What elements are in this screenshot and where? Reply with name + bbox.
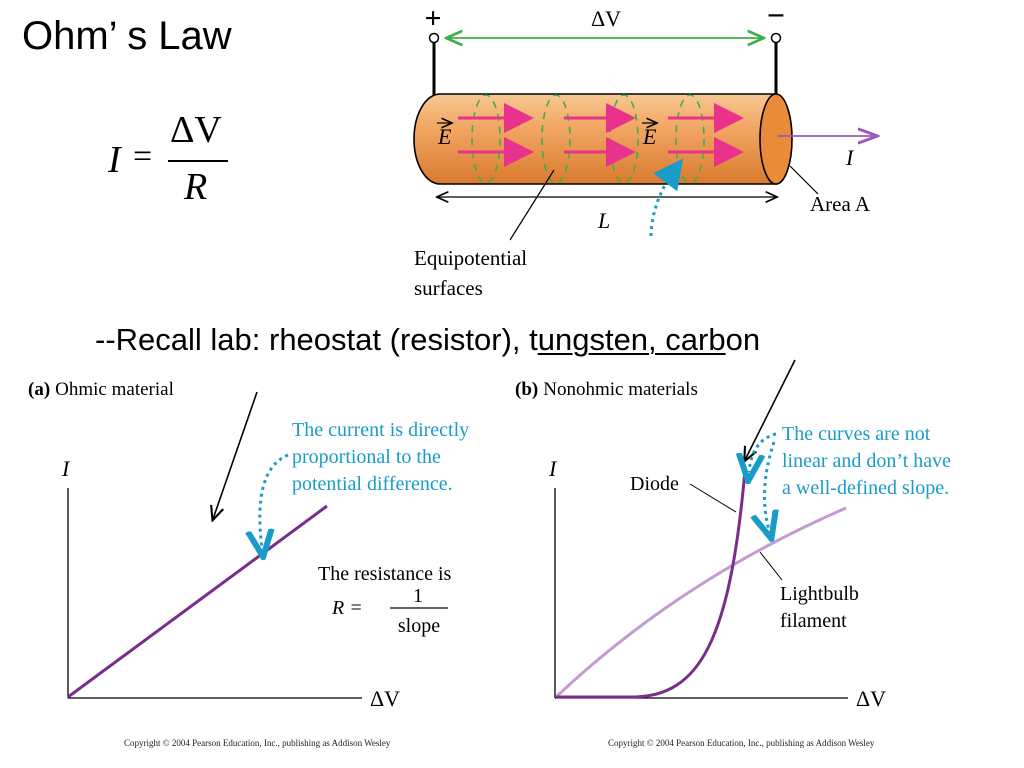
- minus-terminal-label: −: [767, 0, 785, 33]
- equipotential-surface-2: [541, 94, 571, 184]
- delta-v-label: ΔV: [591, 6, 621, 31]
- nonohmic-pointer-arrow: [745, 359, 796, 460]
- area-leader-line: [789, 165, 819, 195]
- diode-label: Diode: [630, 473, 679, 495]
- field-label-1: E: [437, 124, 452, 149]
- panel-a-title: Ohmic material: [55, 379, 174, 400]
- ohmic-line: [67, 504, 328, 699]
- formula-denominator: R: [184, 166, 208, 208]
- equipotential-surface-1: [471, 94, 501, 184]
- equipotential-label-1: Equipotential: [414, 246, 527, 270]
- panel-a-dotted-arrow: [260, 453, 289, 548]
- equipotential-label-2: surfaces: [414, 276, 483, 300]
- panel-b-x-label: ΔV: [856, 686, 886, 711]
- wire-dotted-arrow: [649, 158, 684, 237]
- lightbulb-curve: [554, 506, 847, 699]
- resistance-denominator: slope: [398, 615, 440, 637]
- panel-a-note-line-1: The current is directly: [292, 419, 469, 441]
- panel-b-dotted-arrow-bulb: [765, 441, 774, 530]
- panel-a-note-line-2: proportional to the: [292, 446, 441, 468]
- panel-b-tag: (b): [515, 379, 538, 400]
- formula-equals: =: [133, 138, 153, 175]
- panel-b-heading: (b)Nonohmic materials: [515, 379, 698, 400]
- formula-fraction-bar: [168, 160, 228, 162]
- panel-b-note-line-1: The curves are not: [782, 423, 931, 445]
- recall-lab-line: --Recall lab: rheostat (resistor), tungs…: [95, 322, 760, 358]
- panel-b-note-line-3: a well-defined slope.: [782, 477, 949, 499]
- panel-a-heading: (a)Ohmic material: [28, 379, 174, 400]
- lightbulb-label-1: Lightbulb: [780, 583, 859, 605]
- panel-a-x-label: ΔV: [370, 686, 400, 711]
- wire-end-face: [759, 93, 793, 185]
- slide-title: Ohm’ s Law: [22, 14, 232, 58]
- copyright-left: Copyright © 2004 Pearson Education, Inc.…: [124, 738, 391, 748]
- diode-curve: [556, 469, 747, 699]
- formula-numerator: ΔV: [170, 109, 222, 151]
- recall-suffix: on: [725, 322, 761, 357]
- plus-terminal-circle: [428, 32, 440, 44]
- panel-a-tag: (a): [28, 379, 50, 400]
- diode-leader-line: [689, 483, 737, 513]
- area-label: Area A: [810, 192, 871, 216]
- copyright-right: Copyright © 2004 Pearson Education, Inc.…: [608, 738, 875, 748]
- panel-a-y-label: I: [61, 456, 71, 481]
- lightbulb-label-2: filament: [780, 610, 847, 632]
- resistance-numerator: 1: [413, 585, 423, 607]
- ohmic-pointer-arrow: [213, 391, 258, 519]
- current-label: I: [845, 145, 855, 170]
- equipotential-leader-line: [509, 169, 555, 241]
- plus-terminal-label: +: [424, 2, 441, 35]
- panel-b-y-label: I: [548, 456, 558, 481]
- panel-b-note-line-2: linear and don’t have: [782, 450, 951, 472]
- panel-b-dotted-arrow-diode: [749, 432, 777, 472]
- panel-a-note-line-3: potential difference.: [292, 473, 453, 495]
- panel-b-title: Nonohmic materials: [543, 379, 698, 400]
- equipotential-surface-4: [675, 94, 705, 184]
- length-label: L: [597, 208, 610, 233]
- recall-prefix: --Recall lab: rheostat (resistor), t: [95, 322, 538, 357]
- recall-underlined: ungsten, carb: [537, 322, 726, 357]
- formula-lhs: I: [108, 139, 121, 181]
- resistance-r: R =: [331, 597, 363, 619]
- field-label-2: E: [642, 124, 657, 149]
- minus-terminal-circle: [770, 32, 782, 44]
- resistance-label: The resistance is: [318, 563, 451, 585]
- lightbulb-leader-line: [759, 551, 783, 581]
